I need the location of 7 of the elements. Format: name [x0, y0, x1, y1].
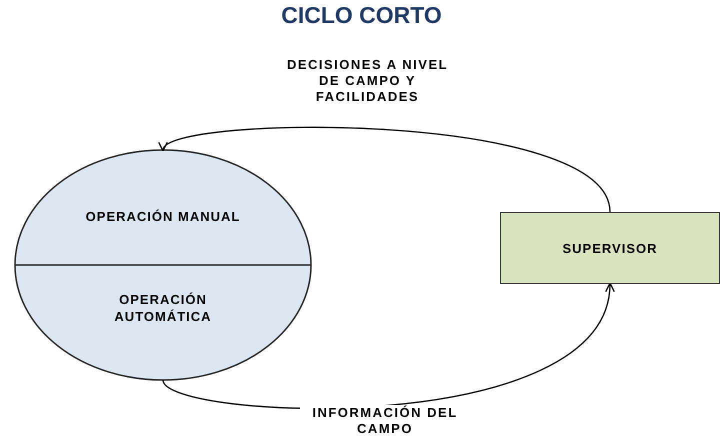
diagram-title: CICLO CORTO [280, 2, 443, 29]
process-box [500, 212, 720, 284]
node-label: OPERACIÓN AUTOMÁTICA [113, 291, 213, 325]
node-label: OPERACIÓN MANUAL [85, 208, 241, 225]
curved-arrow [162, 126, 611, 212]
split-circle [14, 149, 312, 381]
node-label: SUPERVISOR [561, 240, 658, 257]
